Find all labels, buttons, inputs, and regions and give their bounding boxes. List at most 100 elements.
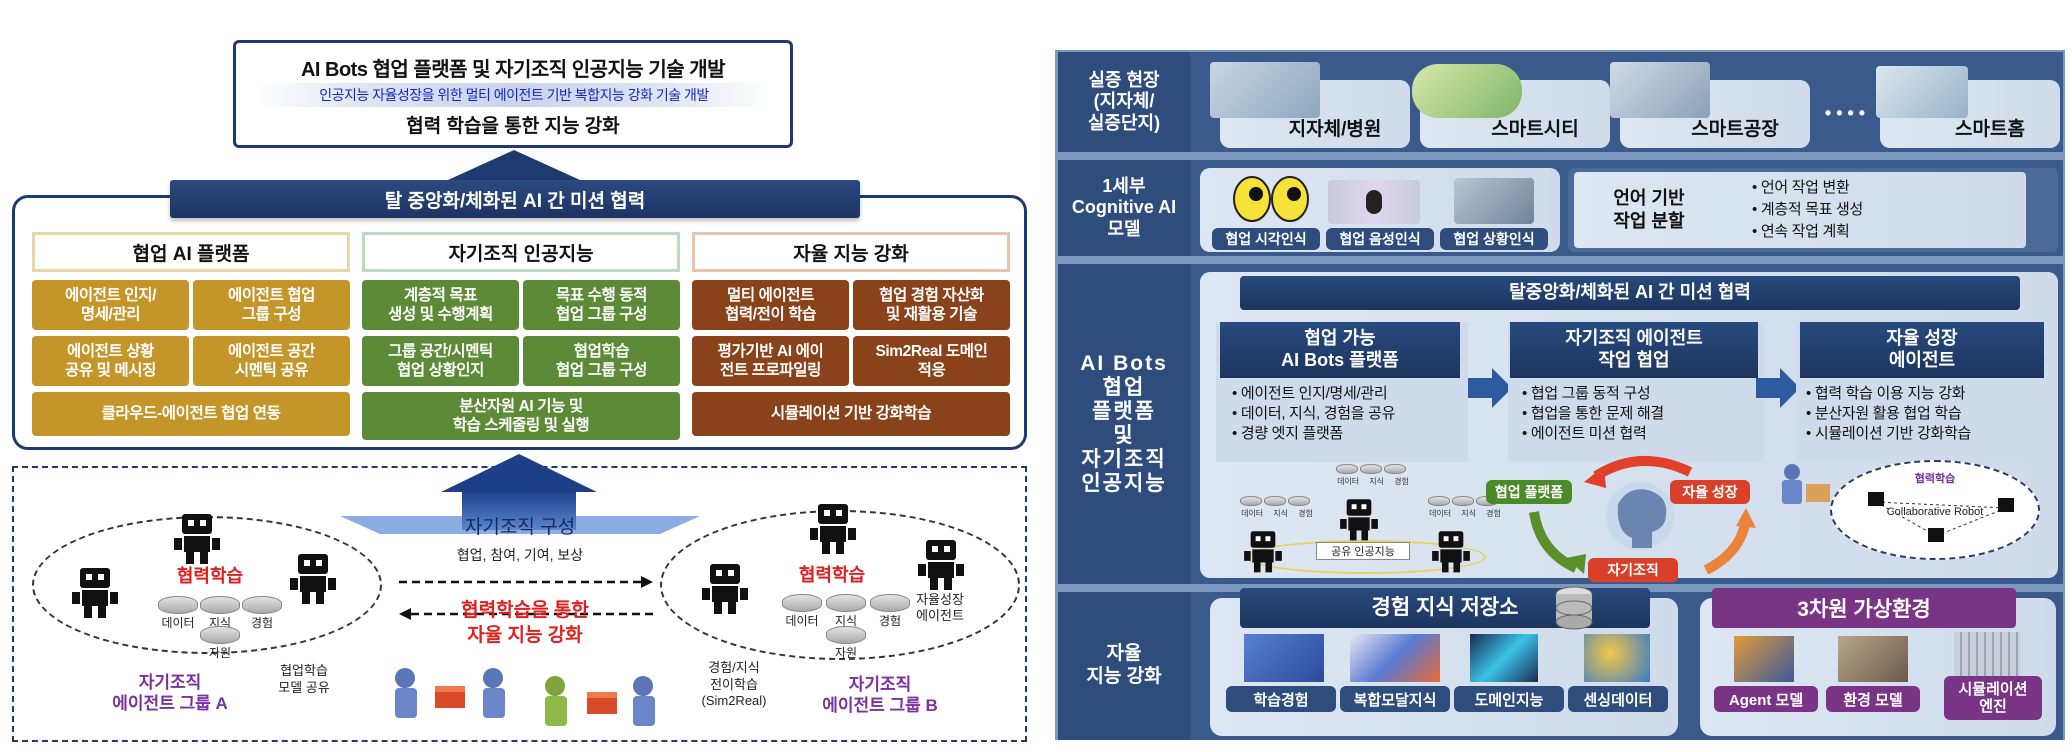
virtual-img-engine [1954,632,2020,678]
db-icon [200,626,240,644]
virtual-item: 시뮬레이션 엔진 [1944,676,2042,720]
group-b-name: 자기조직 에이전트 그룹 B [822,674,938,715]
self-org-arrow-head-icon [441,454,597,492]
cell-autonomy-3: 평가기반 AI 에이 전트 프로파일링 [692,336,849,386]
site-label: 스마트홈 [1955,118,2025,140]
robot-network-icon [1868,492,2014,542]
row3-label: AI Bots 협업 플랫폼 및 자기조직 인공지능 [1058,264,1190,584]
top-main-goal: 협력 학습을 통한 지능 강화 [406,116,620,137]
db-label: 경험 [250,615,274,630]
site-photo-home [1876,66,1968,118]
db-icon [1264,496,1286,506]
site-label: 스마트시티 [1491,118,1579,140]
site-photo-factory [1610,62,1710,118]
card-platform-bullet: • 경량 엣지 플랫폼 [1232,425,1344,442]
col-head-platform: 협업 AI 플랫폼 [32,232,350,272]
db-icon [1288,496,1310,506]
store-item: 복합모달지식 [1340,686,1450,712]
pill-self: 자기조직 [1588,558,1678,582]
mission-banner: 탈 중앙화/체화된 AI 간 미션 협력 [170,180,860,218]
sensor-icon [1454,178,1534,224]
card-platform-bullet: • 데이터, 지식, 경험을 공유 [1232,405,1396,422]
db-icon [1360,464,1382,474]
store-img-multimodal [1350,634,1440,682]
mini-db-labels: 데이터 지식 경험 [1236,508,1318,520]
robot-icon [174,514,220,564]
cell-platform-4: 에이전트 공간 시멘틱 공유 [193,336,350,386]
db-icon [1428,496,1450,506]
robot-icon [702,564,748,614]
robot-icon [810,504,856,554]
virtual-item: 환경 모델 [1826,686,1920,712]
group-a-name: 자기조직 에이전트 그룹 A [112,672,228,713]
db-icon [200,596,240,614]
cooperation-figure-icon [545,676,655,726]
db-icon [826,594,866,612]
virtual-img-agent [1734,636,1794,682]
robot-icon [1244,531,1282,573]
collab-learning-label: 협력학습 [1914,473,1956,485]
db-icon [242,596,282,614]
language-bullet: • 언어 작업 변환 [1752,179,1850,196]
growth-cycle-icon [1529,455,1756,575]
shared-ai-label: 공유 인공지능 [1316,542,1410,560]
robot-icon [918,540,964,590]
db-label: 경험 [878,613,902,628]
cell-autonomy-4: Sim2Real 도메인 적응 [853,336,1010,386]
db-icon [870,594,910,612]
cognitive-item: 협업 상황인식 [1440,228,1548,250]
top-subtitle: 인공지능 자율성장을 위한 멀티 에이전트 기반 복합지능 강화 기술 개발 [256,83,772,107]
cognitive-item: 협업 시각인식 [1212,228,1320,250]
mini-db-label: 데이터 [1337,477,1360,486]
db-icon [1384,464,1406,474]
site-photo-city [1412,64,1522,118]
cognitive-item: 협업 음성인식 [1326,228,1434,250]
site-label: 스마트공장 [1691,118,1779,140]
mini-db-labels: 데이터 지식 경험 [1424,508,1506,520]
store-img-domain [1470,634,1538,682]
language-title: 언어 기반 작업 분할 [1613,187,1685,231]
card-selforg-bullet: • 협업을 통한 문제 해결 [1522,405,1664,422]
mini-db-label: 경험 [1486,509,1501,518]
collab-robot-cloud [1830,460,2040,560]
card-platform-title: 협업 가능 AI Bots 플랫폼 [1220,322,1460,378]
exchange-arrows-icon [399,576,653,620]
store-img-sensing [1584,634,1650,682]
cell-selforg-wide: 분산자원 AI 기능 및 학습 스케줄링 및 실행 [362,392,680,440]
robot-icon [1432,531,1470,573]
row2-label: 1세부 Cognitive AI 모델 [1058,160,1190,256]
db-icon [158,596,198,614]
cell-selforg-2: 목표 수행 동적 협업 그룹 구성 [523,280,680,330]
card-growth-bullet: • 시뮬레이션 기반 강화학습 [1806,425,1972,442]
store-item: 센싱데이터 [1568,686,1668,712]
self-org-arrow [462,490,576,530]
site-dots: • • • • [1824,102,1866,123]
mini-db-label: 경험 [1394,477,1409,486]
row3-banner: 탈중앙화/체화된 AI 간 미션 협력 [1240,276,2020,310]
cell-autonomy-2: 협업 경험 자산화 및 재활용 기술 [853,280,1010,330]
card-selforg-bullet: • 협업 그룹 동적 구성 [1522,385,1651,402]
robot-icon [72,568,118,618]
cell-platform-3: 에이전트 상황 공유 및 메시징 [32,336,189,386]
cell-selforg-4: 협업학습 협업 그룹 구성 [523,336,680,386]
card-selforg-title: 자기조직 에이전트 작업 협업 [1510,322,1758,378]
db-label: 데이터 [161,615,195,630]
cell-autonomy-wide: 시뮬레이션 기반 강화학습 [692,392,1010,436]
db-icon [1336,464,1358,474]
card-growth-title: 자율 성장 에이전트 [1800,322,2044,378]
db-icon [782,594,822,612]
voice-icon [1328,180,1420,224]
col-head-selforg: 자기조직 인공지능 [362,232,680,272]
db-label: 데이터 [785,613,819,628]
group-a-share: 협업학습 모델 공유 [278,663,330,695]
db-label: 자원 [208,645,232,660]
group-b-learning: 협력학습 [798,565,866,585]
mini-db-labels: 데이터 지식 경험 [1332,476,1414,488]
mini-db-label: 경험 [1298,509,1313,518]
store-item: 학습경험 [1226,686,1336,712]
cell-platform-2: 에이전트 협업 그룹 구성 [193,280,350,330]
self-org-label: 자기조직 구성 [464,516,576,538]
cell-autonomy-1: 멀티 에이전트 협력/전이 학습 [692,280,849,330]
cell-selforg-3: 그룹 공간/시멘틱 협업 상황인지 [362,336,519,386]
cooperation-figure-icon [395,668,505,718]
